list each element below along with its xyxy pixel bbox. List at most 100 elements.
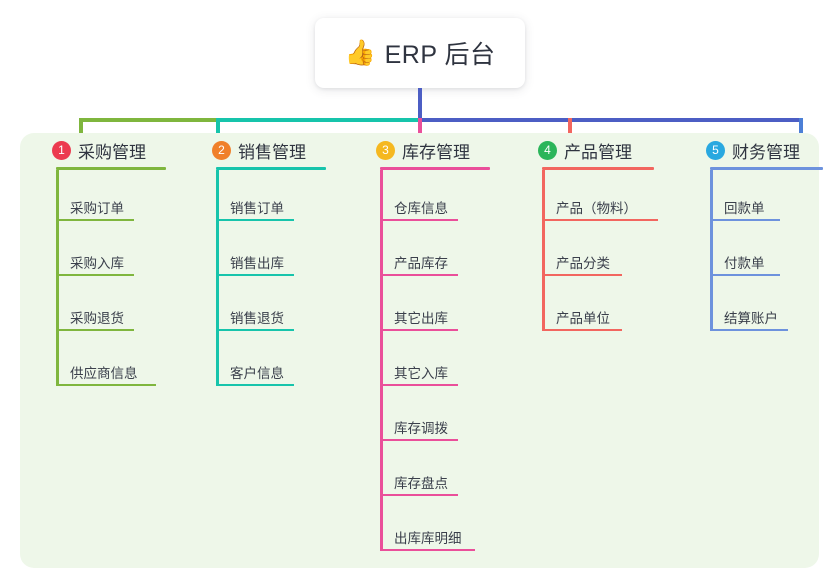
branch-child-rule bbox=[710, 329, 788, 331]
branch-title: 销售管理 bbox=[238, 142, 306, 162]
connector-root-stem bbox=[418, 88, 422, 121]
branch-child-label: 其它入库 bbox=[394, 366, 448, 381]
branch-child-label: 采购订单 bbox=[70, 201, 124, 216]
branch-children: 仓库信息产品库存其它出库其它入库库存调拨库存盘点出库库明细 bbox=[360, 170, 490, 555]
root-node-erp-backend[interactable]: 👍 ERP 后台 bbox=[315, 18, 525, 88]
branch-header-rule bbox=[380, 167, 490, 170]
branch-child-rule bbox=[380, 549, 475, 551]
branch-child-label: 回款单 bbox=[724, 201, 765, 216]
branch-column-库存管理[interactable]: 3 库存管理仓库信息产品库存其它出库其它入库库存调拨库存盘点出库库明细 bbox=[360, 133, 490, 555]
branch-header-销售管理[interactable]: 2 销售管理 bbox=[196, 133, 326, 167]
branch-header-采购管理[interactable]: 1 采购管理 bbox=[36, 133, 166, 167]
branch-child-rule bbox=[380, 219, 458, 221]
branch-child-label: 产品（物料） bbox=[556, 201, 637, 216]
branch-header-rule bbox=[542, 167, 654, 170]
connector-bus-segment-green bbox=[79, 118, 216, 122]
branch-child-rule bbox=[380, 274, 458, 276]
branch-child-rule bbox=[216, 384, 294, 386]
branch-child-label: 产品库存 bbox=[394, 256, 448, 271]
branch-child-label: 销售订单 bbox=[230, 201, 284, 216]
branch-child-item[interactable]: 产品单位 bbox=[522, 280, 654, 335]
connector-bus-segment-teal bbox=[216, 118, 418, 122]
branch-child-rule bbox=[56, 384, 156, 386]
branch-title: 采购管理 bbox=[78, 142, 146, 162]
branch-column-销售管理[interactable]: 2 销售管理销售订单销售出库销售退货客户信息 bbox=[196, 133, 326, 390]
branch-child-rule bbox=[216, 329, 294, 331]
branch-child-item[interactable]: 采购入库 bbox=[36, 225, 166, 280]
branch-child-item[interactable]: 库存盘点 bbox=[360, 445, 490, 500]
branch-child-item[interactable]: 客户信息 bbox=[196, 335, 326, 390]
branch-child-label: 库存盘点 bbox=[394, 476, 448, 491]
branch-spine bbox=[542, 170, 545, 331]
branch-header-库存管理[interactable]: 3 库存管理 bbox=[360, 133, 490, 167]
branch-child-item[interactable]: 回款单 bbox=[690, 170, 823, 225]
branch-number-badge: 3 bbox=[376, 140, 395, 160]
branch-child-item[interactable]: 其它入库 bbox=[360, 335, 490, 390]
branch-children: 回款单付款单结算账户 bbox=[690, 170, 823, 335]
branch-child-label: 供应商信息 bbox=[70, 366, 138, 381]
branch-child-item[interactable]: 销售订单 bbox=[196, 170, 326, 225]
branch-child-rule bbox=[542, 274, 622, 276]
branch-child-label: 销售出库 bbox=[230, 256, 284, 271]
branch-child-label: 销售退货 bbox=[230, 311, 284, 326]
branch-title: 产品管理 bbox=[564, 142, 632, 162]
branch-child-rule bbox=[380, 494, 458, 496]
branch-child-rule bbox=[216, 219, 294, 221]
branch-child-item[interactable]: 结算账户 bbox=[690, 280, 823, 335]
branch-child-rule bbox=[710, 274, 780, 276]
branch-child-rule bbox=[56, 219, 134, 221]
branch-child-item[interactable]: 其它出库 bbox=[360, 280, 490, 335]
branch-spine bbox=[710, 170, 713, 331]
branch-spine bbox=[216, 170, 219, 386]
branch-child-item[interactable]: 付款单 bbox=[690, 225, 823, 280]
branch-child-item[interactable]: 产品库存 bbox=[360, 225, 490, 280]
branch-child-label: 其它出库 bbox=[394, 311, 448, 326]
branch-header-财务管理[interactable]: 5 财务管理 bbox=[690, 133, 823, 167]
branch-child-rule bbox=[542, 219, 658, 221]
branch-child-label: 客户信息 bbox=[230, 366, 284, 381]
branch-child-item[interactable]: 采购订单 bbox=[36, 170, 166, 225]
branch-spine bbox=[56, 170, 59, 386]
branch-child-label: 结算账户 bbox=[724, 311, 778, 326]
branch-column-采购管理[interactable]: 1 采购管理采购订单采购入库采购退货供应商信息 bbox=[36, 133, 166, 390]
branch-child-item[interactable]: 产品分类 bbox=[522, 225, 654, 280]
branch-child-label: 产品单位 bbox=[556, 311, 610, 326]
branch-child-rule bbox=[380, 384, 458, 386]
branch-child-item[interactable]: 产品（物料） bbox=[522, 170, 658, 225]
branch-child-rule bbox=[542, 329, 622, 331]
branch-header-rule bbox=[56, 167, 166, 170]
thumbs-up-icon: 👍 bbox=[344, 38, 376, 67]
branch-child-item[interactable]: 出库库明细 bbox=[360, 500, 490, 555]
branch-child-label: 采购入库 bbox=[70, 256, 124, 271]
branch-number-badge: 5 bbox=[706, 140, 725, 160]
branch-child-label: 产品分类 bbox=[556, 256, 610, 271]
branch-child-label: 库存调拨 bbox=[394, 421, 448, 436]
branch-spine bbox=[380, 170, 383, 551]
branch-children: 采购订单采购入库采购退货供应商信息 bbox=[36, 170, 166, 390]
branch-header-rule bbox=[710, 167, 823, 170]
branch-child-label: 付款单 bbox=[724, 256, 765, 271]
branch-child-item[interactable]: 仓库信息 bbox=[360, 170, 490, 225]
branch-child-rule bbox=[56, 329, 134, 331]
branch-child-rule bbox=[710, 219, 780, 221]
branch-child-rule bbox=[380, 439, 458, 441]
branch-child-item[interactable]: 采购退货 bbox=[36, 280, 166, 335]
branch-child-item[interactable]: 库存调拨 bbox=[360, 390, 490, 445]
branch-number-badge: 1 bbox=[52, 140, 71, 160]
branch-child-rule bbox=[216, 274, 294, 276]
branch-child-item[interactable]: 销售出库 bbox=[196, 225, 326, 280]
branch-child-label: 出库库明细 bbox=[394, 531, 462, 546]
branch-child-rule bbox=[380, 329, 458, 331]
branch-title: 库存管理 bbox=[402, 142, 470, 162]
branch-number-badge: 2 bbox=[212, 140, 231, 160]
branch-child-item[interactable]: 供应商信息 bbox=[36, 335, 166, 390]
branch-child-item[interactable]: 销售退货 bbox=[196, 280, 326, 335]
branch-column-财务管理[interactable]: 5 财务管理回款单付款单结算账户 bbox=[690, 133, 823, 335]
connector-bus-segment-blue bbox=[418, 118, 803, 122]
root-node-title: ERP 后台 bbox=[384, 41, 496, 69]
branch-children: 销售订单销售出库销售退货客户信息 bbox=[196, 170, 326, 390]
branch-title: 财务管理 bbox=[732, 142, 800, 162]
